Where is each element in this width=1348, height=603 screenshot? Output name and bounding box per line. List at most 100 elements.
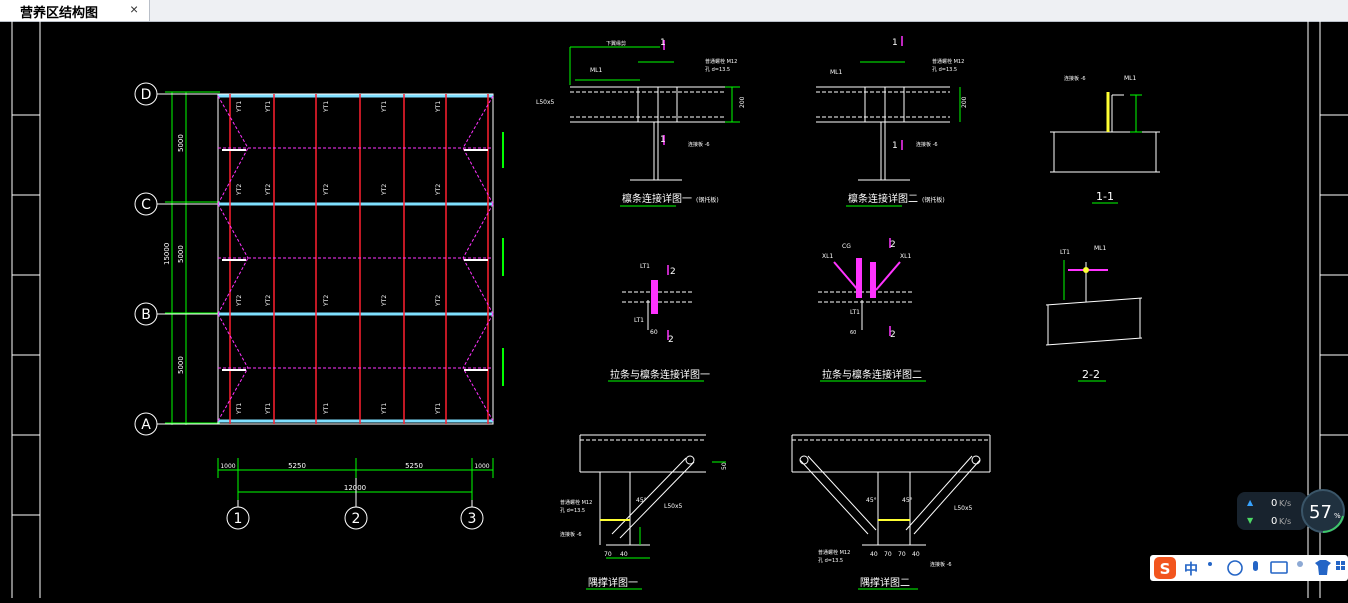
brace-detail-one-title: 隅撑详图一 bbox=[588, 576, 638, 589]
upload-speed: 0 bbox=[1271, 498, 1277, 509]
roof-plan: 15000 5000 5000 5000 D C B A bbox=[134, 82, 504, 530]
bay-dim-3: 5000 bbox=[177, 356, 185, 374]
plate-note: 连接板 -6 bbox=[1064, 75, 1086, 82]
drawing-canvas[interactable]: 15000 5000 5000 5000 D C B A bbox=[0, 21, 1348, 598]
plate-note: 连接板 -6 bbox=[930, 561, 952, 568]
plate-note: 连接板 -6 bbox=[560, 531, 582, 538]
tab-title: 营养区结构图 bbox=[20, 6, 99, 21]
bolt-note: 普通螺栓 M12 bbox=[705, 58, 737, 65]
tie-detail-one: LT1 2 2 LT1 60 拉条与檩条连接详图一 bbox=[608, 263, 710, 382]
dim-70: 70 bbox=[604, 551, 612, 558]
ime-logo-letter: S bbox=[1160, 560, 1171, 578]
cut-note: 下翼缘剪 bbox=[606, 40, 626, 47]
grid-row-d: D bbox=[141, 87, 152, 103]
lt1-label: LT1 bbox=[1060, 249, 1070, 256]
purlin-label: YT1 bbox=[265, 101, 272, 113]
purlin-label: YT1 bbox=[435, 403, 442, 415]
purlin-label: YT1 bbox=[323, 101, 330, 113]
plate-note: 连接板 -6 bbox=[688, 141, 710, 148]
bottom-dim-3: 5250 bbox=[405, 462, 423, 470]
section-mark-2: 2 bbox=[890, 240, 896, 250]
tie-detail-one-title: 拉条与檩条连接详图一 bbox=[610, 368, 710, 381]
dim-40: 40 bbox=[912, 551, 920, 558]
purlin-label: YT2 bbox=[265, 295, 272, 307]
frame-ticks bbox=[12, 114, 1348, 516]
purlin-label: YT1 bbox=[265, 403, 272, 415]
lt1-label: LT1 bbox=[640, 263, 650, 270]
dim-70: 70 bbox=[898, 551, 906, 558]
total-height-dim: 15000 bbox=[163, 243, 171, 265]
tie-detail-two: XL1 XL1 CG 2 2 LT1 60 拉条与檩条连接详图二 bbox=[818, 238, 926, 382]
dim-70: 70 bbox=[884, 551, 892, 558]
punctuation-icon[interactable] bbox=[1208, 562, 1212, 566]
bay-dim-2: 5000 bbox=[177, 245, 185, 263]
microphone-icon[interactable] bbox=[1253, 561, 1258, 571]
section-1-1: ML1 连接板 -6 1-1 bbox=[1050, 75, 1160, 204]
bay-dim-1: 5000 bbox=[177, 134, 185, 152]
user-icon[interactable] bbox=[1297, 561, 1303, 567]
bottom-dim-1: 1000 bbox=[220, 463, 235, 470]
ime-language[interactable]: 中 bbox=[1184, 561, 1198, 578]
bolt-note: 普通螺栓 M12 bbox=[932, 58, 964, 65]
ml1-label: ML1 bbox=[1094, 245, 1107, 252]
drawing-frame bbox=[11, 21, 1321, 598]
purlin-label: YT1 bbox=[381, 403, 388, 415]
dim-200: 200 bbox=[739, 96, 746, 108]
hole-note: 孔 d=13.5 bbox=[560, 507, 585, 514]
section-mark: 1 bbox=[660, 38, 666, 48]
section-mark: 1 bbox=[892, 38, 898, 48]
bottom-dim-4: 1000 bbox=[474, 463, 489, 470]
bottom-dim-2: 5250 bbox=[288, 462, 306, 470]
brace-detail-one: 45° L50x5 普通螺栓 M12 孔 d=13.5 连接板 -6 70 40… bbox=[560, 434, 728, 590]
ml1-label: ML1 bbox=[1124, 75, 1137, 82]
ime-toolbar[interactable]: S 中 bbox=[1150, 555, 1348, 581]
dim-50: 50 bbox=[721, 462, 728, 470]
bolt-note: 普通螺栓 M12 bbox=[560, 499, 592, 506]
detail-one-note: (钢托板) bbox=[696, 196, 719, 204]
purlin-label: YT2 bbox=[236, 184, 243, 196]
purlin-label: YT1 bbox=[435, 101, 442, 113]
purlin-label: YT2 bbox=[323, 295, 330, 307]
hole-note: 孔 d=13.5 bbox=[818, 557, 843, 564]
download-speed: 0 bbox=[1271, 516, 1277, 527]
close-icon[interactable]: × bbox=[130, 1, 139, 17]
purlin-label: YT2 bbox=[381, 184, 388, 196]
section-mark: 1 bbox=[892, 141, 898, 151]
ml1-label: ML1 bbox=[830, 69, 843, 76]
document-tab[interactable]: 营养区结构图 × bbox=[0, 0, 150, 21]
brace-detail-two-title: 隅撑详图二 bbox=[860, 576, 910, 589]
xl1-label: XL1 bbox=[822, 253, 833, 260]
purlin-label: YT2 bbox=[381, 295, 388, 307]
keyboard-icon[interactable] bbox=[1270, 561, 1288, 574]
plate-note: 连接板 -6 bbox=[916, 141, 938, 148]
dim-200: 200 bbox=[961, 96, 968, 108]
l50-label: L50x5 bbox=[664, 503, 683, 510]
bolt-note: 普通螺栓 M12 bbox=[818, 549, 850, 556]
section-mark-2: 2 bbox=[670, 267, 676, 277]
cpu-usage: 57 bbox=[1309, 502, 1332, 523]
purlin-label: YT2 bbox=[435, 184, 442, 196]
sogou-logo-icon[interactable] bbox=[1154, 557, 1176, 579]
grid-col-2: 2 bbox=[352, 511, 361, 527]
purlin-detail-one: 1 1 下翼缘剪 ML1 L50x5 普通螺栓 M12 孔 d=13.5 200… bbox=[536, 38, 746, 207]
ml1-label: ML1 bbox=[590, 67, 603, 74]
purlin-label: YT2 bbox=[236, 295, 243, 307]
tie-detail-two-title: 拉条与檩条连接详图二 bbox=[822, 368, 922, 381]
dim-60: 60 bbox=[650, 329, 658, 336]
upload-arrow-icon: ▲ bbox=[1247, 498, 1254, 507]
purlin-label: YT1 bbox=[323, 403, 330, 415]
grid-col-1: 1 bbox=[234, 511, 243, 527]
grid-row-c: C bbox=[141, 197, 151, 213]
toolbox-icon[interactable] bbox=[1336, 561, 1340, 565]
lt1-label: LT1 bbox=[850, 309, 860, 316]
cg-label: CG bbox=[842, 243, 851, 250]
detail-two-title: 檩条连接详图二 bbox=[848, 192, 918, 205]
purlin-label: YT2 bbox=[323, 184, 330, 196]
skin-shirt-icon[interactable] bbox=[1315, 560, 1331, 575]
emoji-icon[interactable] bbox=[1227, 560, 1243, 576]
detail-two-note: (钢托板) bbox=[922, 196, 945, 204]
lt1-label: LT1 bbox=[634, 317, 644, 324]
detail-one-title: 檩条连接详图一 bbox=[622, 192, 692, 205]
download-arrow-icon: ▼ bbox=[1247, 516, 1254, 525]
network-monitor[interactable]: ▲ ▼ 0 K/s 0 K/s 57 % bbox=[1237, 488, 1347, 534]
